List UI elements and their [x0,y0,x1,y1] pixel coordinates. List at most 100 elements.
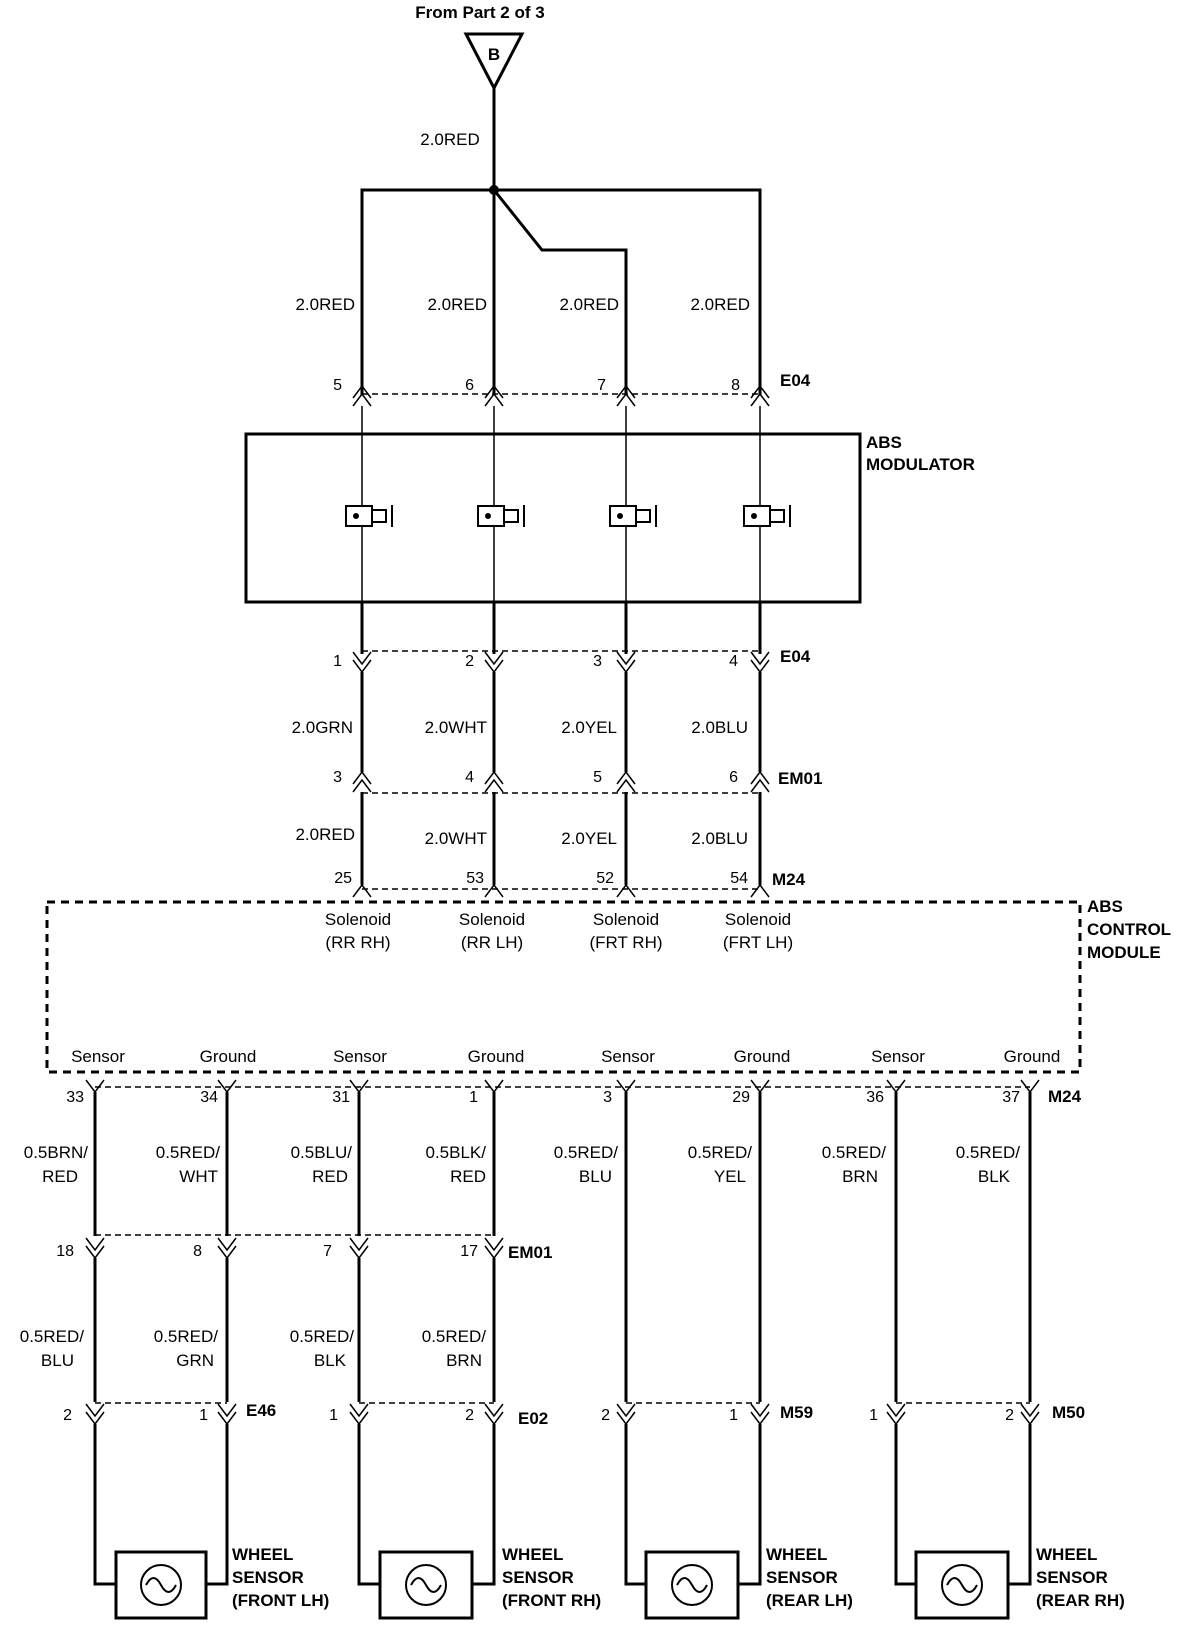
svg-text:18: 18 [56,1243,74,1260]
connector-em01-upper: 3 4 5 6 EM01 [333,769,822,794]
svg-text:8: 8 [731,377,740,394]
svg-text:17: 17 [460,1243,478,1260]
from-part-label: From Part 2 of 3 [415,3,544,22]
sine-wave-icon [671,1564,713,1606]
svg-text:BLU: BLU [579,1167,612,1186]
em01-upper-wire-labels: 2.0GRN 2.0WHT 2.0YEL 2.0BLU [292,718,748,737]
svg-text:6: 6 [465,377,474,394]
connector-m50: 1 2 M50 [869,1402,1085,1426]
svg-text:BLK: BLK [978,1167,1011,1186]
svg-text:M59: M59 [780,1403,813,1422]
svg-text:1: 1 [199,1407,208,1424]
svg-text:(FRT LH): (FRT LH) [723,933,793,952]
svg-text:6: 6 [729,769,738,786]
svg-text:0.5RED/: 0.5RED/ [554,1143,619,1162]
svg-text:BRN: BRN [446,1351,482,1370]
sensor-ground-terminal-labels: Sensor Ground Sensor Ground Sensor Groun… [71,1047,1060,1066]
svg-text:Solenoid: Solenoid [325,910,391,929]
svg-text:EM01: EM01 [508,1243,552,1262]
svg-text:M24: M24 [1048,1087,1082,1106]
svg-text:0.5RED/: 0.5RED/ [956,1143,1021,1162]
wheel-sensor-front-rh: WHEEL SENSOR (FRONT RH) [357,1424,601,1620]
svg-text:2.0BLU: 2.0BLU [691,718,748,737]
svg-text:33: 33 [66,1089,84,1106]
wheel-sensor-rear-lh: WHEEL SENSOR (REAR LH) [624,1424,853,1620]
connector-m24-lower: 33 34 31 1 3 29 36 37 M24 [66,1079,1082,1106]
svg-text:Solenoid: Solenoid [459,910,525,929]
svg-text:54: 54 [730,870,748,887]
svg-text:0.5RED/: 0.5RED/ [822,1143,887,1162]
connector-e04-top: 5 6 7 8 E04 [333,371,811,407]
svg-text:BLK: BLK [314,1351,347,1370]
svg-text:(RR LH): (RR LH) [461,933,523,952]
svg-text:0.5RED/: 0.5RED/ [688,1143,753,1162]
svg-text:E02: E02 [518,1409,548,1428]
svg-text:Sensor: Sensor [71,1047,125,1066]
svg-text:GRN: GRN [176,1351,214,1370]
svg-text:E46: E46 [246,1401,276,1420]
svg-text:E04: E04 [780,371,811,390]
svg-text:Sensor: Sensor [601,1047,655,1066]
svg-text:(FRONT RH): (FRONT RH) [502,1591,601,1610]
svg-text:34: 34 [200,1089,218,1106]
connector-triangle-icon: B [463,32,525,92]
control-module-label-3: MODULE [1087,943,1161,962]
connector-letter: B [488,45,500,64]
svg-text:Ground: Ground [734,1047,791,1066]
connector-em01-lower: 18 8 7 17 EM01 [56,1234,552,1262]
svg-text:1: 1 [729,1407,738,1424]
solenoid-icon [743,505,791,527]
svg-text:1: 1 [333,653,342,670]
svg-text:5: 5 [593,769,602,786]
svg-text:M24: M24 [772,870,806,889]
main-wire-label: 2.0RED [420,130,480,149]
em01-lower-wire-labels: 0.5RED/ BLU 0.5RED/ GRN 0.5RED/ BLK 0.5R… [20,1327,487,1370]
svg-text:RED: RED [42,1167,78,1186]
svg-text:BRN: BRN [842,1167,878,1186]
svg-text:(REAR RH): (REAR RH) [1036,1591,1125,1610]
svg-text:2.0RED: 2.0RED [559,295,619,314]
svg-text:3: 3 [593,653,602,670]
svg-text:2.0BLU: 2.0BLU [691,829,748,848]
svg-text:0.5RED/: 0.5RED/ [422,1327,487,1346]
svg-text:2.0RED: 2.0RED [295,295,355,314]
solenoid-terminal-labels: Solenoid (RR RH) Solenoid (RR LH) Soleno… [325,910,793,952]
svg-text:3: 3 [603,1089,612,1106]
svg-text:52: 52 [596,870,614,887]
wheel-sensor-rear-rh: WHEEL SENSOR (REAR RH) [894,1424,1125,1620]
svg-text:SENSOR: SENSOR [1036,1568,1108,1587]
svg-text:2.0RED: 2.0RED [295,825,355,844]
svg-text:SENSOR: SENSOR [766,1568,838,1587]
svg-text:Sensor: Sensor [871,1047,925,1066]
svg-text:8: 8 [193,1243,202,1260]
svg-text:3: 3 [333,769,342,786]
svg-text:Sensor: Sensor [333,1047,387,1066]
connector-e04-bottom: 1 2 3 4 E04 [333,647,811,674]
solenoid-icon [609,505,657,527]
svg-text:(FRT RH): (FRT RH) [589,933,662,952]
svg-text:0.5RED/: 0.5RED/ [20,1327,85,1346]
svg-text:1: 1 [469,1089,478,1106]
svg-text:2: 2 [601,1407,610,1424]
svg-text:WHEEL: WHEEL [1036,1545,1097,1564]
control-module-label-1: ABS [1087,897,1123,916]
svg-text:Solenoid: Solenoid [725,910,791,929]
abs-modulator-label-1: ABS [866,433,902,452]
svg-text:WHEEL: WHEEL [766,1545,827,1564]
svg-text:0.5BLU/: 0.5BLU/ [291,1143,353,1162]
svg-text:4: 4 [465,769,474,786]
svg-text:(REAR LH): (REAR LH) [766,1591,853,1610]
svg-text:1: 1 [869,1407,878,1424]
svg-text:(RR RH): (RR RH) [325,933,390,952]
svg-text:WHEEL: WHEEL [502,1545,563,1564]
control-module-label-2: CONTROL [1087,920,1171,939]
svg-text:Ground: Ground [1004,1047,1061,1066]
svg-text:2: 2 [465,653,474,670]
svg-text:1: 1 [329,1407,338,1424]
svg-text:2.0GRN: 2.0GRN [292,718,353,737]
svg-text:29: 29 [732,1089,750,1106]
svg-text:(FRONT LH): (FRONT LH) [232,1591,329,1610]
svg-text:7: 7 [597,377,606,394]
svg-text:36: 36 [866,1089,884,1106]
